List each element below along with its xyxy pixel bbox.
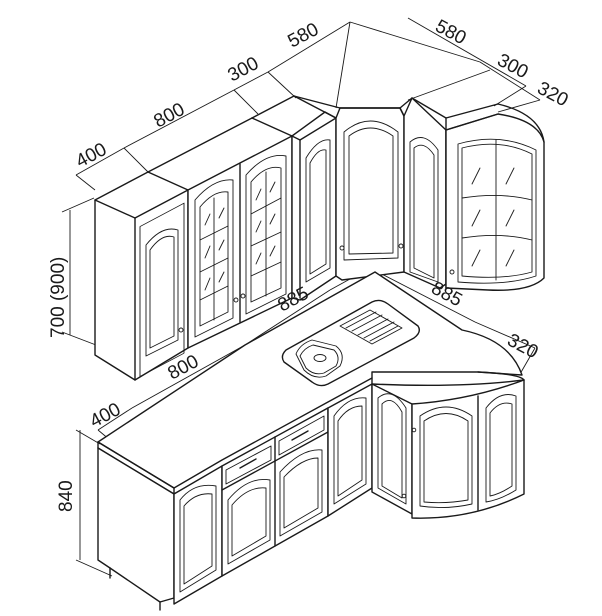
lower-cabinets — [97, 379, 525, 611]
sink-bowl — [295, 339, 343, 378]
lower-round-door-panel — [419, 406, 473, 509]
label-upper-corner-a: 580 — [284, 19, 322, 52]
upper-corner-door-panel — [343, 120, 399, 261]
label-upper-depth-left: 400 — [72, 139, 110, 172]
label-upper-narrow-right: 300 — [494, 50, 532, 83]
drawer-right[interactable] — [278, 415, 325, 456]
sink-drainboard — [339, 309, 403, 345]
label-upper-narrow: 300 — [224, 53, 262, 86]
label-upper-width-left: 800 — [150, 99, 188, 132]
upper-corner-cabinet — [335, 107, 405, 281]
glass-reflections — [204, 181, 276, 291]
upper-round-glass-cabinet — [445, 113, 545, 291]
round-glass-reflections — [471, 167, 515, 267]
sink-outline — [281, 299, 421, 387]
drawer-left[interactable] — [225, 445, 272, 485]
label-upper-end-round: 320 — [534, 78, 572, 111]
sink — [281, 299, 421, 387]
upper-cabinets — [94, 95, 545, 381]
lower-corner-module — [327, 383, 373, 517]
label-upper-height: 700 (900) — [48, 257, 69, 338]
label-lower-depth: 400 — [86, 399, 124, 432]
upper-left-door-panel — [145, 228, 179, 357]
label-lower-height: 840 — [56, 480, 77, 512]
label-upper-corner-b: 580 — [432, 16, 470, 49]
dimension-lines — [61, 17, 541, 577]
